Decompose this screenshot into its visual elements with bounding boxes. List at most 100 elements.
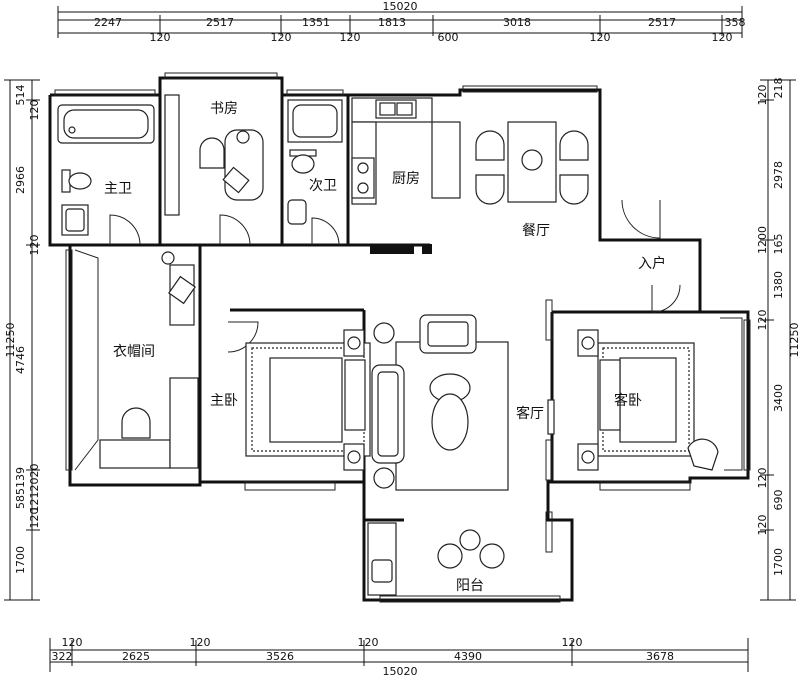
centerpiece-icon [521,149,543,171]
top-dim-4: 1813 [378,16,406,29]
kitchen-fixtures [351,97,461,254]
room-labels: 主卫 书房 次卫 厨房 餐厅 入户 衣帽间 主卧 客厅 客卧 阳台 [104,101,666,594]
right-dim-1: 218 [772,78,785,99]
guest-bedroom-door-icon [651,284,681,313]
bottom-wall-3: 120 [358,636,379,649]
left-dim-7: 1212020 [28,464,41,513]
bottom-wall-2: 120 [190,636,211,649]
right-dim-5: 165 [772,234,785,255]
toilet-icon [68,172,92,190]
bottom-dim-5: 3678 [646,650,674,663]
label-kitchen: 厨房 [392,171,420,187]
guest-bedroom-furniture [577,317,743,471]
label-study: 书房 [210,101,238,117]
label-living-room: 客厅 [516,405,544,422]
top-dimension-chain: 15020 2247 2517 1351 1813 3018 2517 358 … [57,0,746,44]
right-dimension-chain: 11250 218 120 2978 1200 165 1380 120 340… [756,78,800,601]
wardrobe-bench [99,439,171,469]
doors [109,199,681,553]
bottom-wall-1: 120 [62,636,83,649]
bottom-wall-4: 120 [562,636,583,649]
left-dim-9: 1700 [14,546,27,574]
right-dim-7: 120 [756,310,769,331]
left-dim-3: 2966 [14,166,27,194]
right-dim-11: 120 [756,515,769,536]
top-wall-5: 120 [590,31,611,44]
bottom-total-dim: 15020 [383,665,418,677]
living-room-furniture [371,314,555,491]
top-dim-3: 1351 [302,16,330,29]
balcony-furniture [367,522,505,596]
left-dim-8: 120 [28,508,41,529]
bottom-dim-3: 3526 [266,650,294,663]
tv-icon [547,399,555,435]
laundry-counter [367,522,397,596]
left-dim-5: 4746 [14,346,27,374]
right-total-dim: 11250 [788,323,800,358]
left-dim-1: 514 [14,85,27,106]
windows [54,72,751,603]
balcony-chair-right-icon [479,543,505,569]
dining-furniture [475,121,589,205]
top-dim-2: 2517 [206,16,234,29]
guest-chair-icon [687,438,719,471]
label-master-bedroom: 主卧 [210,393,238,409]
top-dim-6: 2517 [648,16,676,29]
master-bath-door-icon [109,214,141,246]
study-door-icon [219,214,251,246]
kitchen-sliding-door [370,244,414,254]
balcony-table-icon [459,529,481,551]
entrance-door-icon [621,199,661,239]
chair-icon [199,137,225,169]
second-toilet-icon [291,154,315,174]
label-master-bath: 主卫 [104,181,132,197]
bottom-dim-1: 322 [52,650,73,663]
label-guest-bedroom: 客卧 [614,392,642,409]
left-dim-6: 585139 [14,467,27,509]
second-bath-door-icon [311,217,340,246]
laundry-sink-icon [371,559,393,583]
cloakroom-furniture [74,249,199,471]
study-furniture [164,94,264,216]
right-dim-3: 2978 [772,161,785,189]
walls [48,76,750,602]
top-wall-3: 120 [340,31,361,44]
lamp-icon [236,130,250,144]
top-wall-1: 120 [150,31,171,44]
label-balcony: 阳台 [456,578,484,594]
top-wall-2: 120 [271,31,292,44]
top-dim-5: 3018 [503,16,531,29]
top-dim-7: 358 [725,16,746,29]
right-dim-8: 3400 [772,384,785,412]
left-dim-2: 120 [28,100,41,121]
master-bath-fixtures [57,104,155,236]
label-dining: 餐厅 [522,223,550,239]
second-bath-fixtures [287,99,343,225]
right-dim-2: 120 [756,85,769,106]
master-bedroom-furniture [245,329,371,471]
stool-icon [121,407,151,439]
left-dimension-chain: 11250 514 120 2966 120 4746 585139 12120… [4,79,41,601]
bottom-dim-2: 2625 [122,650,150,663]
top-total-dim: 15020 [383,0,418,13]
label-second-bath: 次卫 [309,178,337,194]
right-dim-9: 120 [756,468,769,489]
right-dim-6: 1380 [772,271,785,299]
right-dim-4: 1200 [756,226,769,254]
master-bedroom-door-icon [227,321,259,353]
bottom-dim-4: 4390 [454,650,482,663]
balcony-chair-left-icon [437,543,463,569]
bottom-dimension-chain: 120 120 120 120 322 2625 3526 4390 3678 … [49,636,749,677]
top-wall-6: 120 [712,31,733,44]
right-dim-12: 1700 [772,548,785,576]
keyboard-icon [222,166,250,194]
left-dim-4: 120 [28,235,41,256]
plant-icon [373,322,395,344]
top-dim-1: 2247 [94,16,122,29]
label-entrance: 入户 [638,255,666,272]
second-sink-icon [287,199,307,225]
left-total-dim: 11250 [4,323,17,358]
label-cloakroom: 衣帽间 [113,344,155,360]
right-dim-10: 690 [772,490,785,511]
